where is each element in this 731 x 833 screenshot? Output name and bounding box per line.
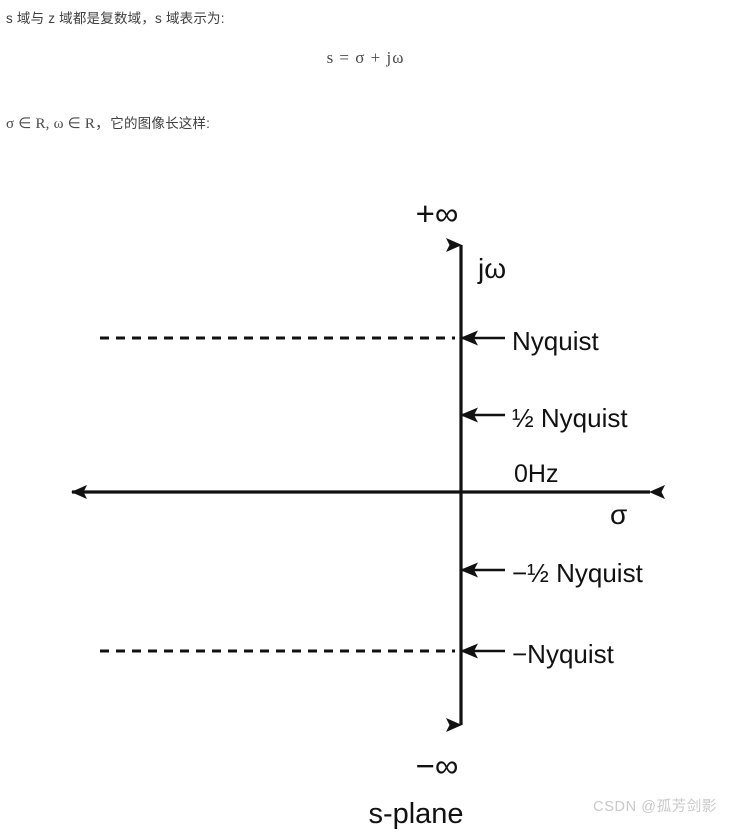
label-nyquist-negative: −Nyquist	[512, 639, 615, 669]
label-nyquist-positive: Nyquist	[512, 326, 599, 356]
paragraph-domains: σ ∈ R,ω ∈ R，它的图像长这样:	[6, 114, 210, 134]
formula-s-equals-sigma-plus-j-omega: s = σ + jω	[326, 48, 405, 67]
label-axis-j-omega: jω	[477, 253, 506, 284]
s-plane-diagram: +∞ jω Nyquist ½ Nyquist 0Hz σ −½ Nyquist…	[0, 170, 731, 833]
csdn-watermark: CSDN @孤芳剑影	[593, 799, 717, 815]
label-origin-frequency: 0Hz	[514, 460, 558, 488]
label-positive-infinity: +∞	[416, 195, 459, 232]
label-axis-sigma: σ	[610, 499, 627, 530]
paragraph-intro: s 域与 z 域都是复数域，s 域表示为:	[6, 11, 225, 26]
math-sigma-in-r: σ ∈ R,	[6, 116, 50, 132]
label-negative-infinity: −∞	[416, 747, 459, 784]
figure-caption-s-plane: s-plane	[368, 798, 463, 830]
label-half-nyquist-negative: −½ Nyquist	[512, 558, 644, 588]
paragraph-domains-tail: 它的图像长这样:	[110, 116, 211, 131]
math-omega-in-r: ω ∈ R，	[53, 116, 111, 132]
label-half-nyquist-positive: ½ Nyquist	[512, 403, 628, 433]
